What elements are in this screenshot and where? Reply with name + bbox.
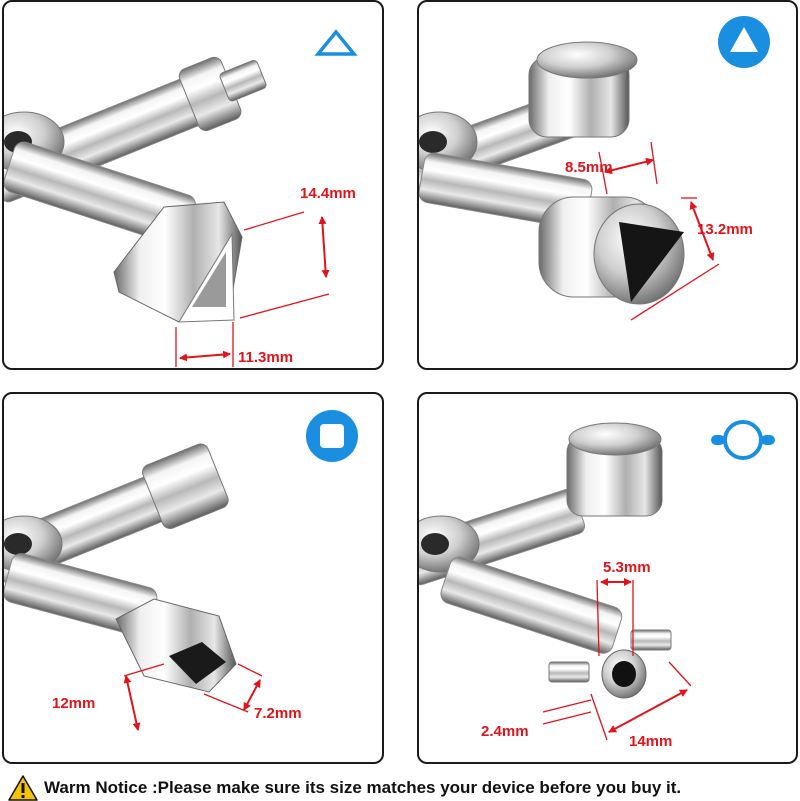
dimension-wall-label: 2.4mm — [481, 723, 529, 740]
warning-icon — [8, 775, 38, 801]
dimension-diagonal-label: 12mm — [52, 695, 95, 712]
dimension-line-height — [243, 211, 305, 231]
dimension-side-label: 7.2mm — [254, 705, 302, 722]
triangle-outline-icon — [314, 29, 358, 56]
key-illustration-3: 12mm 7.2mm — [4, 410, 358, 731]
triangle-filled-icon — [718, 16, 770, 68]
notice-text: Warm Notice :Please make sure its size m… — [44, 778, 682, 797]
warm-notice: Warm Notice :Please make sure its size m… — [0, 775, 800, 801]
square-icon — [306, 410, 358, 462]
circle-icon — [711, 420, 775, 460]
panel-triangle-key-large: 8.5mm 13.2mm — [417, 0, 798, 370]
dimension-length-label: 14mm — [629, 733, 672, 750]
key-illustration-2: 8.5mm 13.2mm — [419, 16, 770, 321]
panel-triangle-key-small: 14.4mm 11.3mm — [2, 0, 384, 370]
key-illustration-1: 14.4mm 11.3mm — [4, 29, 358, 367]
dimension-width-label: 11.3mm — [238, 349, 293, 366]
panel-round-key: 5.3mm 2.4mm 14mm — [417, 392, 798, 764]
panel-square-key: 12mm 7.2mm — [2, 392, 384, 764]
dimension-height-label: 14.4mm — [300, 185, 356, 202]
dimension-side-label: 8.5mm — [565, 159, 613, 176]
dimension-height-label: 13.2mm — [697, 221, 753, 238]
key-illustration-4: 5.3mm 2.4mm 14mm — [419, 420, 775, 750]
dimension-bore-label: 5.3mm — [603, 559, 651, 576]
